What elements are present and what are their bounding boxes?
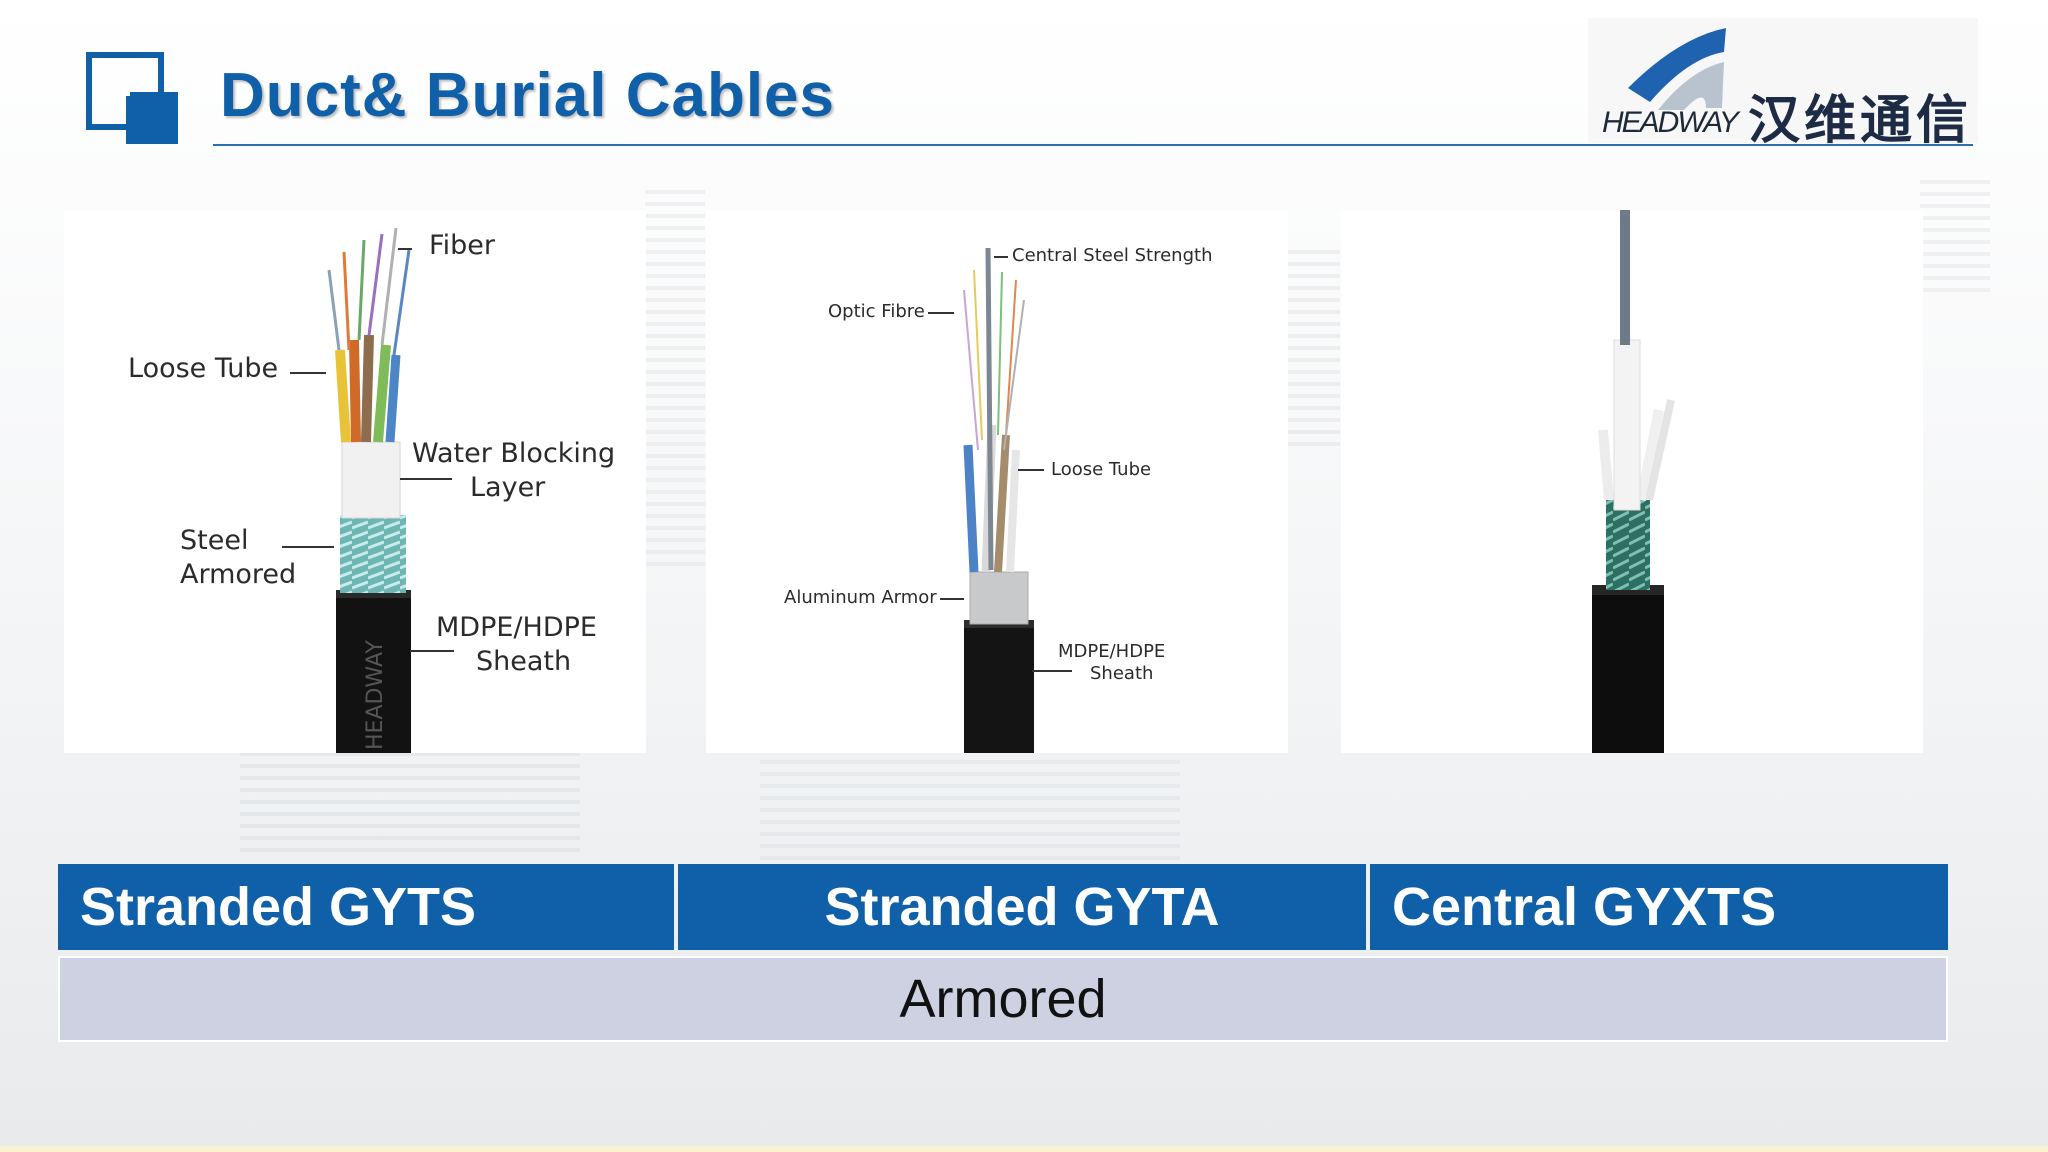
label-steel: Steel <box>180 525 249 556</box>
jacket-print: HEADWAY <box>363 640 388 750</box>
company-logo: HEADWAY 汉维通信 <box>1588 18 1978 151</box>
logo-text-cn: 汉维通信 <box>1748 91 1973 151</box>
label-central-steel: Central Steel Strength <box>1012 245 1213 266</box>
cable-gyta-illustration <box>963 247 1034 753</box>
background-texture <box>1280 250 1340 450</box>
title-divider <box>213 144 1973 146</box>
label-water-blocking-layer: Layer <box>470 472 546 503</box>
label-fiber: Fiber <box>429 230 495 261</box>
table-header-cell: Stranded GYTS <box>58 864 674 950</box>
background-texture <box>760 760 1180 860</box>
label-armored: Armored <box>180 559 297 590</box>
logo-swoosh-icon <box>1628 28 1726 110</box>
background-texture <box>645 190 705 570</box>
label-aluminum-armor: Aluminum Armor <box>784 587 937 608</box>
title-square-icon <box>86 52 178 144</box>
label-mdpe-hdpe: MDPE/HDPE <box>1058 641 1166 662</box>
background-texture <box>240 740 580 860</box>
cable-image-gyts: HEADWAY Fiber Loose Tube Water Blocking … <box>64 210 646 753</box>
label-sheath: Sheath <box>476 646 572 677</box>
cable-gyts-illustration: HEADWAY <box>327 227 411 753</box>
cable-image-gyxts <box>1341 210 1923 753</box>
label-loose-tube: Loose Tube <box>1051 459 1152 480</box>
cable-image-gyta: Central Steel Strength Optic Fibre Loose… <box>706 210 1288 753</box>
page-title: Duct& Burial Cables <box>220 61 836 130</box>
label-loose-tube: Loose Tube <box>128 353 279 384</box>
label-water-blocking: Water Blocking <box>412 438 616 469</box>
logo-text-en: HEADWAY <box>1602 106 1739 139</box>
bottom-strip <box>0 1146 2048 1152</box>
table-header-row: Stranded GYTS Stranded GYTA Central GYXT… <box>58 864 1948 950</box>
table-header-cell: Central GYXTS <box>1370 864 1948 950</box>
label-sheath: Sheath <box>1090 663 1154 684</box>
background-texture <box>1920 180 1990 300</box>
table-header-cell: Stranded GYTA <box>678 864 1366 950</box>
label-optic-fibre: Optic Fibre <box>828 301 925 322</box>
table-subrow-armored: Armored <box>58 956 1948 1042</box>
label-mdpe-hdpe: MDPE/HDPE <box>436 612 597 643</box>
cable-gyxts-illustration <box>1592 210 1675 753</box>
